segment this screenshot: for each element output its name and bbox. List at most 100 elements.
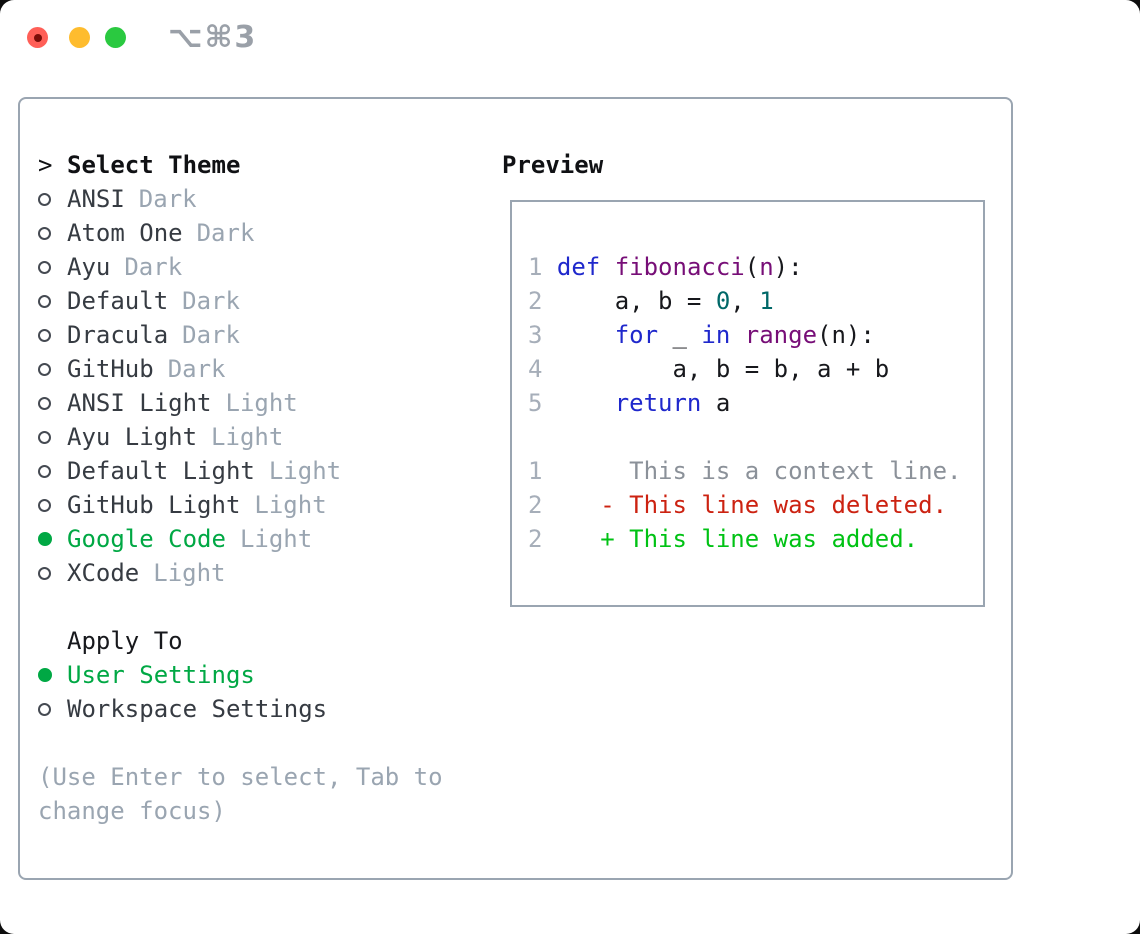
code-token: _ bbox=[658, 321, 702, 349]
code-token: return bbox=[614, 389, 702, 417]
code-token: for bbox=[614, 321, 659, 349]
apply-option-user-settings[interactable]: User Settings bbox=[38, 658, 443, 692]
code-line: 1 This is a context line. bbox=[528, 454, 983, 488]
theme-variant-label: Dark bbox=[124, 253, 183, 281]
option-label: Atom One bbox=[67, 219, 183, 247]
theme-variant-label: Light bbox=[254, 491, 327, 519]
spacer bbox=[38, 590, 443, 624]
radio-icon bbox=[38, 226, 67, 240]
prompt-caret-icon: > bbox=[38, 151, 53, 179]
close-dot-icon bbox=[33, 33, 42, 42]
line-number: 2 bbox=[528, 287, 543, 315]
option-label: GitHub bbox=[67, 355, 154, 383]
line-number: 2 bbox=[528, 491, 543, 519]
theme-option-github[interactable]: GitHub Dark bbox=[38, 352, 443, 386]
line-number: 1 bbox=[528, 253, 543, 281]
theme-variant-label: Light bbox=[211, 423, 284, 451]
theme-option-default[interactable]: Default Dark bbox=[38, 284, 443, 318]
theme-option-dracula[interactable]: Dracula Dark bbox=[38, 318, 443, 352]
theme-option-atom-one[interactable]: Atom One Dark bbox=[38, 216, 443, 250]
minimize-button[interactable] bbox=[69, 27, 90, 48]
hint-line-2: change focus) bbox=[38, 797, 226, 825]
line-number: 5 bbox=[528, 389, 543, 417]
radio-icon bbox=[38, 498, 67, 512]
spacer bbox=[38, 726, 443, 760]
code-token: a, b = bbox=[556, 287, 716, 315]
radio-icon bbox=[38, 430, 67, 444]
theme-option-ansi-light[interactable]: ANSI Light Light bbox=[38, 386, 443, 420]
select-theme-header: > Select Theme bbox=[38, 148, 443, 182]
code-token: in bbox=[701, 321, 731, 349]
theme-variant-label: Dark bbox=[182, 287, 240, 315]
theme-variant-label: Light bbox=[268, 457, 342, 485]
radio-icon bbox=[38, 294, 67, 308]
apply-to-header: Apply To bbox=[38, 624, 443, 658]
option-label: Google Code bbox=[67, 525, 226, 553]
code-token: def bbox=[556, 253, 601, 281]
code-line: 2 - This line was deleted. bbox=[528, 488, 983, 522]
theme-variant-label: Dark bbox=[182, 321, 240, 349]
theme-option-google-code[interactable]: Google Code Light bbox=[38, 522, 443, 556]
apply-option-workspace-settings[interactable]: Workspace Settings bbox=[38, 692, 443, 726]
code-token: + This line was added. bbox=[600, 525, 919, 553]
hint-text: (Use Enter to select, Tab to change focu… bbox=[38, 760, 443, 828]
hint-line-1: (Use Enter to select, Tab to bbox=[38, 763, 443, 791]
radio-icon bbox=[38, 328, 67, 342]
theme-variant-label: Light bbox=[225, 389, 298, 417]
radio-icon bbox=[38, 702, 67, 716]
option-label: Default bbox=[67, 287, 169, 315]
theme-variant-label: Dark bbox=[167, 355, 226, 383]
code-line: 3 for _ in range(n): bbox=[528, 318, 983, 352]
radio-selected-icon bbox=[38, 532, 67, 546]
code-line: 5 return a bbox=[528, 386, 983, 420]
option-label: Workspace Settings bbox=[67, 695, 328, 723]
line-number: 3 bbox=[528, 321, 543, 349]
code-token: ( bbox=[744, 253, 760, 281]
code-token: 0 bbox=[715, 287, 731, 315]
code-token: fibonacci bbox=[614, 253, 745, 281]
code-line: 2 a, b = 0, 1 bbox=[528, 284, 983, 318]
theme-variant-label: Light bbox=[239, 525, 313, 553]
zoom-button[interactable] bbox=[105, 27, 126, 48]
radio-icon bbox=[38, 192, 67, 206]
theme-variant-label: Dark bbox=[138, 185, 197, 213]
radio-icon bbox=[38, 566, 67, 580]
close-button[interactable] bbox=[27, 27, 48, 48]
theme-variant-label: Dark bbox=[196, 219, 255, 247]
code-line: 2 + This line was added. bbox=[528, 522, 983, 556]
option-label: ANSI bbox=[67, 185, 125, 213]
radio-icon bbox=[38, 260, 67, 274]
option-label: Dracula bbox=[67, 321, 169, 349]
line-number: 2 bbox=[528, 525, 543, 553]
line-number: 4 bbox=[528, 355, 543, 383]
theme-option-github-light[interactable]: GitHub Light Light bbox=[38, 488, 443, 522]
option-label: User Settings bbox=[67, 661, 255, 689]
code-line bbox=[528, 420, 983, 454]
option-label: XCode bbox=[67, 559, 140, 587]
code-line: 4 a, b = b, a + b bbox=[528, 352, 983, 386]
code-token bbox=[600, 253, 614, 281]
option-label: ANSI Light bbox=[67, 389, 212, 417]
option-label: GitHub Light bbox=[67, 491, 241, 519]
theme-option-ansi[interactable]: ANSI Dark bbox=[38, 182, 443, 216]
code-token: n bbox=[759, 253, 774, 281]
code-token: - This line was deleted. bbox=[600, 491, 948, 519]
line-number: 1 bbox=[528, 457, 543, 485]
apply-to-label: Apply To bbox=[67, 627, 183, 655]
code-token bbox=[557, 491, 600, 519]
code-token: , bbox=[730, 287, 760, 315]
code-token: range bbox=[744, 321, 818, 349]
code-token bbox=[557, 389, 615, 417]
